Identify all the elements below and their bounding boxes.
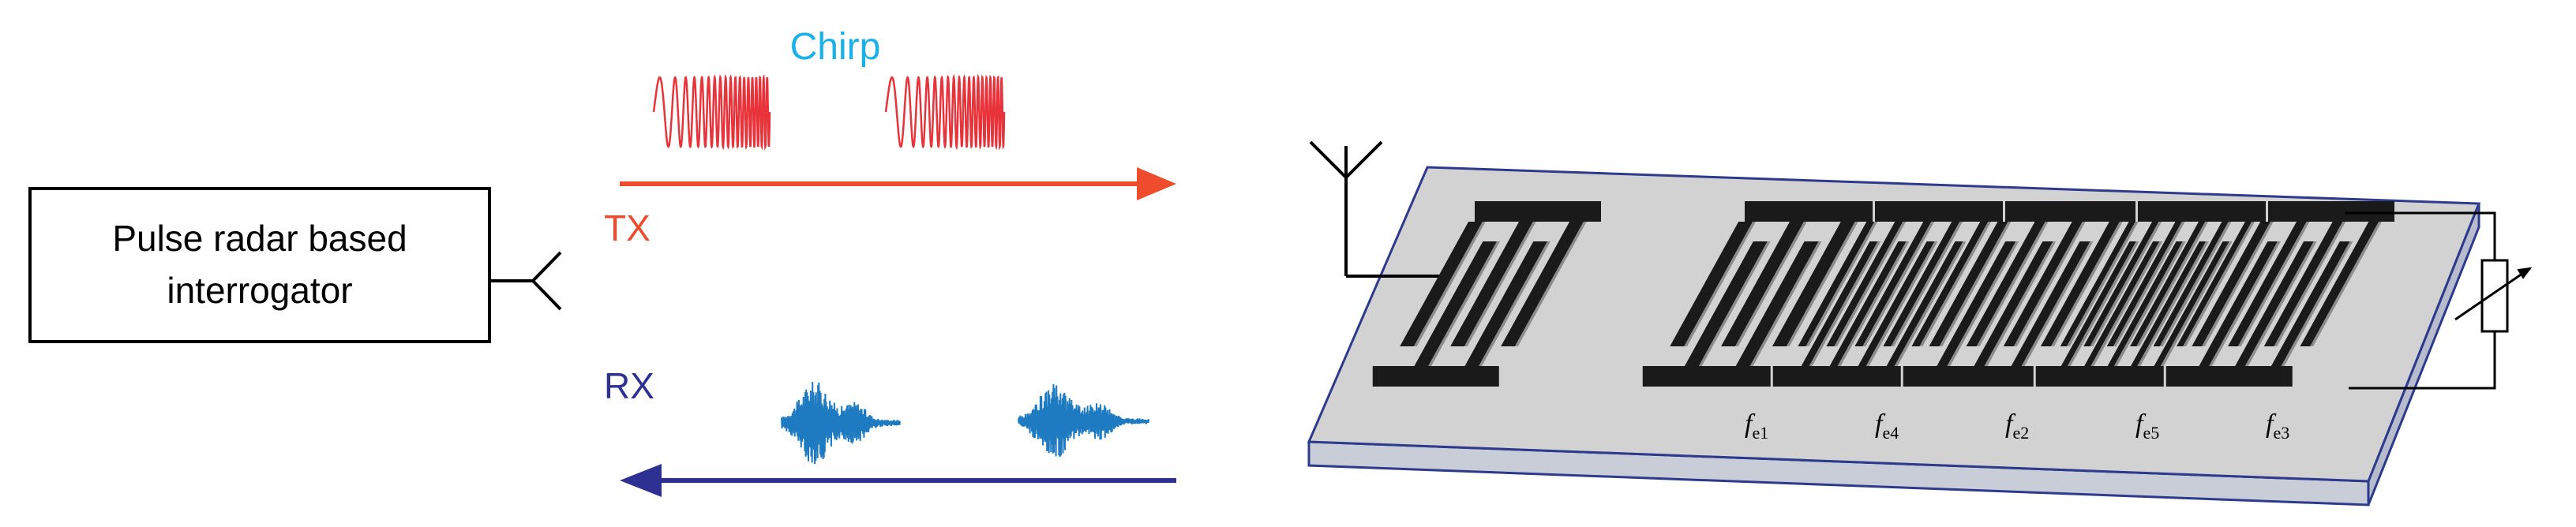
idt-finger: [2131, 241, 2207, 366]
idt-finger: [1670, 222, 1753, 346]
frequency-subscript: e3: [2273, 423, 2289, 443]
tx-label: TX: [604, 207, 651, 249]
resistor-icon: [2480, 259, 2509, 333]
idt-electrode-fe5: [2035, 201, 2266, 387]
idt-finger: [2011, 241, 2090, 366]
idt-finger: [1464, 241, 1547, 366]
echo-signal-1: [781, 381, 901, 465]
idt-finger: [2153, 222, 2229, 346]
idt-top-bus-bar: [1745, 201, 1873, 222]
frequency-subscript: e2: [2012, 423, 2029, 443]
tx-arrow-head: [1137, 167, 1176, 200]
idt-top-bus-bar: [1475, 201, 1601, 222]
idt-finger: [1798, 222, 1875, 346]
idt-finger: [2270, 241, 2350, 366]
idt-top-bus-bar: [2138, 201, 2266, 222]
variable-resistor-circuit: [2345, 211, 2533, 390]
interrogator-label-line2: interrogator: [167, 270, 352, 311]
idt-finger: [2107, 241, 2183, 366]
idt-bottom-bus-bar: [1903, 366, 2034, 387]
idt-electrode-fe2: [1903, 201, 2135, 387]
idt-finger: [1684, 241, 1768, 366]
idt-finger: [1886, 241, 1963, 366]
idt-electrode-fe1: [1642, 201, 1873, 387]
idt-finger: [1883, 222, 1960, 346]
idt-finger: [2083, 222, 2159, 346]
chirp-pulse-1: [652, 73, 771, 151]
idt-finger: [2192, 222, 2270, 346]
idt-finger: [1966, 222, 2045, 346]
idt-electrode-fe3: [2165, 201, 2394, 387]
idt-finger: [2060, 241, 2136, 366]
rx-label: RX: [604, 365, 654, 406]
idt-finger: [2263, 222, 2343, 346]
sensor-antenna-icon: [1309, 140, 1453, 278]
idt-finger: [1854, 222, 1932, 346]
chirp-label: Chirp: [790, 26, 881, 68]
idt-finger: [2106, 222, 2182, 346]
idt-finger: [2154, 241, 2229, 366]
idt-finger: [1735, 241, 1819, 366]
idt-bottom-bus-bar: [2035, 366, 2164, 387]
idt-finger: [1414, 241, 1497, 366]
idt-bottom-bus-bar: [1772, 366, 1901, 387]
idt-finger: [1721, 222, 1804, 346]
idt-finger: [1450, 222, 1533, 346]
idt-finger: [1929, 222, 2008, 346]
idt-finger: [1829, 241, 1907, 366]
idt-finger: [1974, 241, 2053, 366]
idt-finger: [2130, 222, 2206, 346]
idt-finger: [2040, 222, 2120, 346]
idt-finger: [2003, 222, 2083, 346]
idt-finger: [1400, 222, 1483, 346]
idt-finger: [1501, 222, 1584, 346]
idt-bottom-bus-bar: [2165, 366, 2293, 387]
frequency-subscript: e1: [1752, 423, 1768, 443]
idt-finger: [2084, 241, 2160, 366]
frequency-subscript: e4: [1882, 423, 1899, 443]
idt-top-bus-bar: [2268, 201, 2394, 222]
idt-finger: [2177, 222, 2252, 346]
rx-arrow-head: [620, 464, 662, 497]
idt-finger: [2060, 222, 2135, 346]
idt-finger: [2300, 222, 2379, 346]
chirp-pulse-2: [884, 73, 1006, 151]
idt-electrode-input: [1372, 201, 1601, 387]
idt-bottom-bus-bar: [1642, 366, 1771, 387]
idt-finger: [2228, 222, 2307, 346]
idt-finger: [2199, 241, 2278, 366]
interrogator-block: Pulse radar based interrogator: [28, 187, 491, 343]
idt-finger: [1826, 222, 1903, 346]
idt-finger: [1937, 241, 2016, 366]
idt-finger: [2235, 241, 2314, 366]
idt-electrode-fe4: [1772, 201, 2003, 387]
interrogator-box: [28, 187, 491, 343]
frequency-subscript: e5: [2143, 423, 2159, 443]
idt-top-bus-bar: [1875, 201, 2003, 222]
idt-top-bus-bar: [2005, 201, 2135, 222]
idt-finger: [1858, 241, 1935, 366]
interdigital-transducers: [1372, 201, 2394, 387]
idt-finger: [1772, 222, 1855, 346]
idt-finger: [1911, 222, 1989, 346]
idt-bottom-bus-bar: [1372, 366, 1499, 387]
interrogator-label-line1: Pulse radar based: [112, 218, 407, 259]
variable-resistor-arrow-icon: [2454, 267, 2531, 321]
echo-signal-2: [1018, 383, 1149, 458]
interrogator-antenna-icon: [489, 251, 562, 311]
idt-finger: [1801, 241, 1878, 366]
